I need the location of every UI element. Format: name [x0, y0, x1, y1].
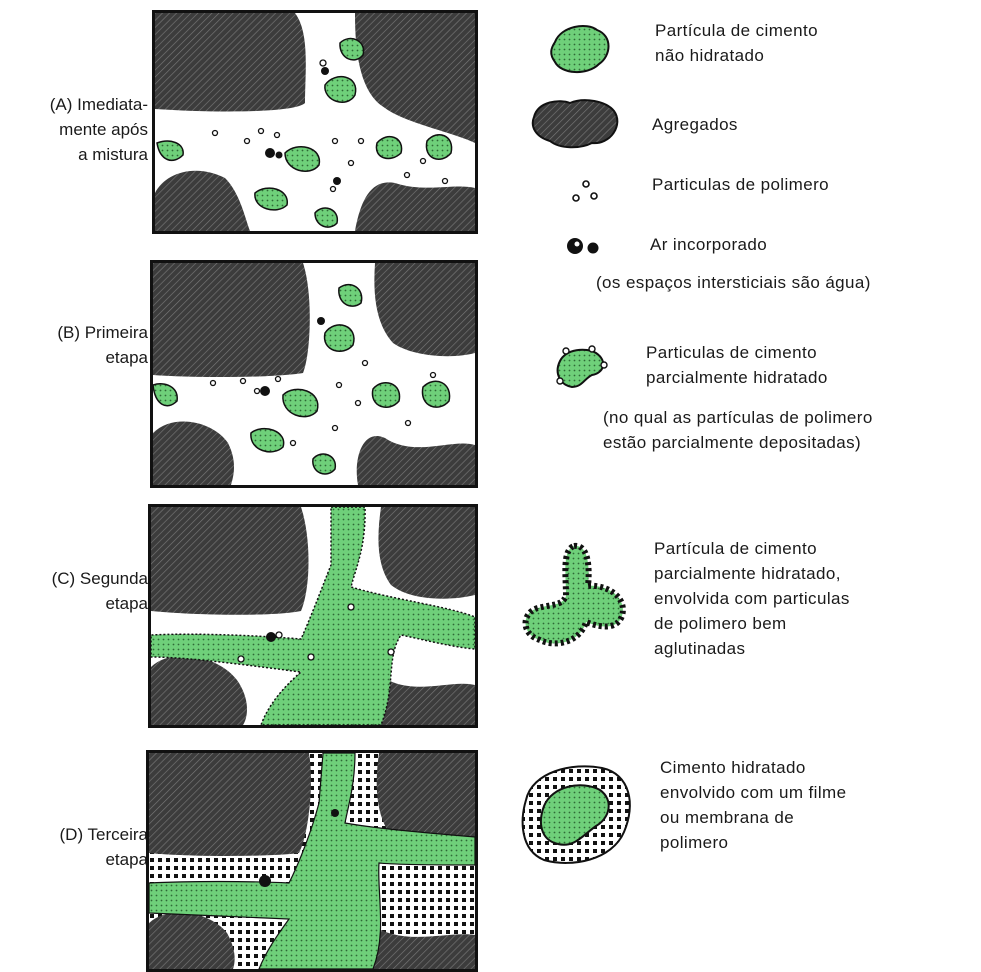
aggregate [151, 656, 247, 725]
unhydrated-cement-icon [547, 22, 617, 78]
aggregate [155, 171, 250, 231]
cement-particle [255, 188, 287, 210]
cement-particle [325, 77, 356, 103]
aggregate [374, 263, 475, 356]
cement-particle [339, 285, 362, 307]
cement-particle [251, 429, 284, 452]
panel-c-second-stage [148, 504, 478, 728]
stage-label-b: (B) Primeira etapa [10, 320, 148, 370]
polymer-particles-icon [568, 178, 604, 208]
aggregate [149, 753, 311, 856]
legend-water-note: (os espaços intersticiais são água) [596, 270, 871, 295]
legend-enveloped: Partícula de cimento parcialmente hidrat… [654, 536, 850, 661]
aggregate [153, 422, 234, 485]
aggregate [153, 263, 310, 377]
cement-particle [315, 208, 337, 227]
stage-label-c: (C) Segunda etapa [10, 566, 148, 616]
cement-particle [153, 384, 177, 406]
cement-particle [372, 383, 399, 407]
legend-polymer-film: Cimento hidratado envolvido com um filme… [660, 755, 846, 855]
panel-a-mixing [152, 10, 478, 234]
cement-particle [157, 141, 183, 160]
cement-particle [376, 137, 401, 159]
legend-partially-hydrated: Particulas de cimento parcialmente hidra… [646, 340, 828, 390]
stage-label-a: (A) Imediata- mente após a mistura [10, 92, 148, 167]
cement-particle [422, 381, 449, 407]
legend-air: Ar incorporado [650, 232, 767, 257]
cement-particle [340, 39, 364, 60]
air-bubble-icon [565, 234, 605, 258]
aggregate [355, 13, 475, 143]
aggregate [151, 507, 309, 615]
partially-hydrated-cement-icon [552, 343, 612, 393]
cement-particle [325, 325, 354, 351]
panel-d-third-stage [146, 750, 478, 972]
aggregate [378, 507, 475, 599]
polymer-film-icon [512, 760, 636, 868]
legend-unhydrated-cement: Partícula de cimento não hidratado [655, 18, 818, 68]
legend-polymer-particles: Particulas de polimero [652, 172, 829, 197]
cement-particle [283, 389, 318, 416]
aggregate [357, 436, 475, 485]
legend-aggregates: Agregados [652, 112, 738, 137]
aggregate [155, 13, 306, 111]
enveloped-cement-icon [516, 536, 634, 654]
cement-particle [426, 135, 451, 159]
legend-partially-hydrated-note: (no qual as partículas de polimero estão… [603, 405, 873, 455]
aggregate-icon [530, 95, 624, 151]
aggregate [355, 182, 475, 231]
stage-label-d: (D) Terceira etapa [10, 822, 148, 872]
cement-particle [313, 454, 336, 474]
panel-b-first-stage [150, 260, 478, 488]
cement-particle [285, 147, 319, 171]
